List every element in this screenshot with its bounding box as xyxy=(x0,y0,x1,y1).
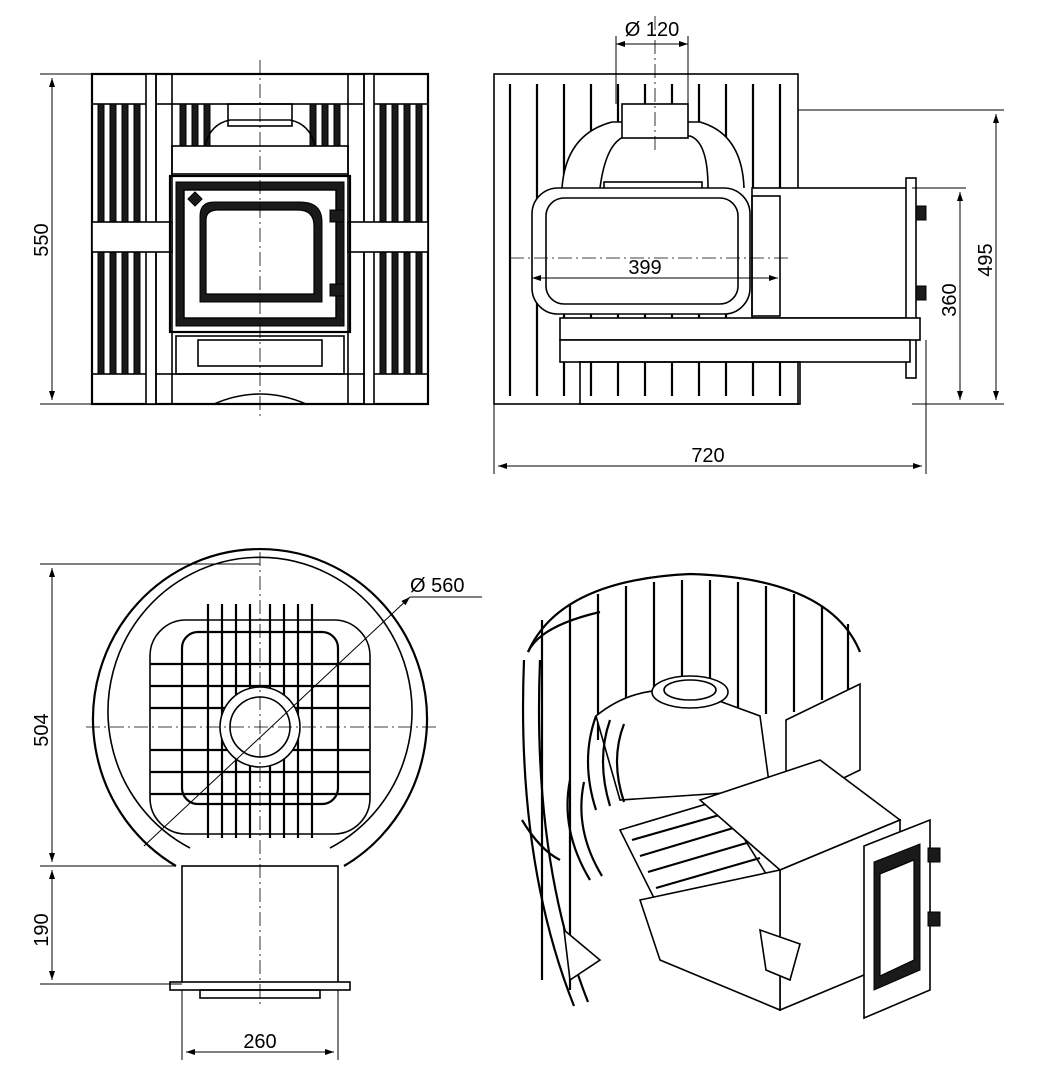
cage-diameter-dimension: Ø 560 xyxy=(410,575,464,597)
door-height-dimension: 360 xyxy=(939,283,961,316)
isometric-view xyxy=(521,572,941,1020)
total-height-dimension: 495 xyxy=(975,243,997,276)
flue-diameter-dimension: Ø 120 xyxy=(625,19,679,41)
front-view: 550 xyxy=(31,60,430,420)
length-dimension: 720 xyxy=(691,445,724,467)
side-view: Ø 120 399 360 495 720 xyxy=(493,16,1004,474)
firebox-length-dimension: 399 xyxy=(628,257,661,279)
top-view: Ø 560 504 190 260 xyxy=(31,547,482,1060)
tunnel-width-dimension: 260 xyxy=(243,1031,276,1053)
depth-dimension: 504 xyxy=(31,713,53,746)
front-height-dimension: 550 xyxy=(31,223,53,256)
tunnel-length-dimension: 190 xyxy=(31,913,53,946)
